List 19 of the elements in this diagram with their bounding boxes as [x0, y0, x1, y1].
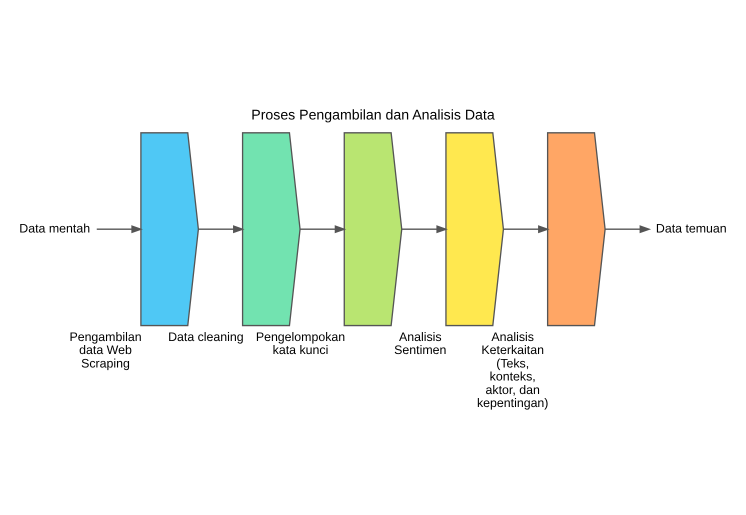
node-chevron	[546, 132, 606, 326]
node-label: Pengambilan data Web Scraping	[69, 330, 142, 370]
node-label: Analisis Keterkaitan (Teks, konteks, aktor, dan kepentingan)	[476, 330, 548, 410]
node-chevron	[242, 132, 301, 326]
node-chevron	[344, 132, 402, 326]
arrow	[504, 225, 550, 234]
arrow	[198, 225, 245, 234]
arrow	[300, 225, 346, 234]
node-text: Data temuan	[656, 221, 727, 236]
node-chevron	[445, 132, 504, 326]
node-text: Data mentah	[19, 221, 90, 236]
arrow	[605, 225, 652, 234]
arrow	[402, 225, 448, 234]
node-label: Analisis Sentimen	[394, 330, 446, 358]
diagram-title: Proses Pengambilan dan Analisis Data	[251, 106, 495, 122]
arrow	[96, 225, 143, 234]
node-label: Pengelompokan kata kunci	[256, 330, 346, 358]
node-chevron	[140, 132, 200, 326]
node-label: Data cleaning	[168, 330, 244, 344]
